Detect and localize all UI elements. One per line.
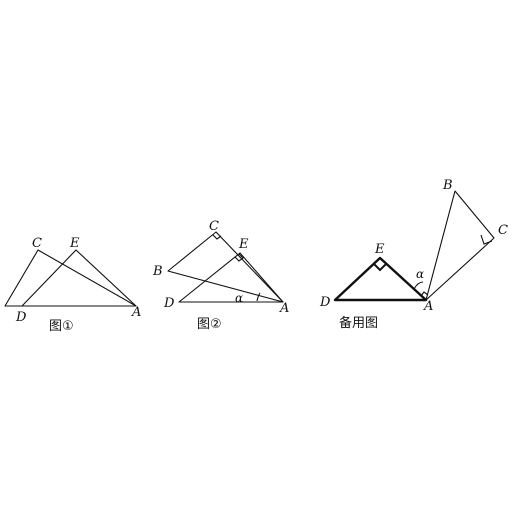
right-angle-mark-e-fig3 — [373, 263, 387, 272]
angle-alpha-arc-fig3 — [413, 281, 424, 290]
triangle-acd-fig1 — [4, 249, 137, 307]
caption-fig3: 备用图 — [339, 315, 378, 331]
label-d-fig1: D — [15, 310, 27, 325]
label-b-fig3: B — [442, 178, 453, 193]
angle-alpha-arc-fig2 — [256, 292, 261, 302]
caption-fig2: 图② — [197, 317, 222, 332]
label-e-fig3: E — [374, 242, 385, 257]
label-b-fig2: B — [152, 264, 163, 279]
label-c-fig2: C — [209, 219, 219, 234]
label-d-fig2: D — [163, 296, 175, 311]
right-angle-mark-a-fig3 — [420, 291, 429, 297]
label-c-fig3: C — [498, 223, 508, 238]
label-c-fig1: C — [32, 236, 42, 251]
label-e-fig1: E — [69, 236, 80, 251]
label-a-fig1: A — [131, 305, 141, 320]
label-a-fig3: A — [423, 299, 433, 314]
triangle-ade-fig2 — [178, 252, 284, 303]
caption-fig1: 图① — [49, 319, 74, 334]
label-alpha-fig3: α — [416, 267, 424, 281]
figure-1: C E D A 图① — [4, 236, 141, 334]
right-angle-mark-e-fig2 — [234, 253, 244, 262]
triangle-ade-fig1 — [21, 249, 137, 307]
triangle-abc-fig2 — [167, 231, 284, 303]
figure-2: C E B D A α 图② — [152, 219, 289, 332]
label-d-fig3: D — [319, 295, 331, 310]
figure-3: E D A B C α 备用图 — [319, 178, 508, 331]
triangle-abc-fig3 — [425, 190, 495, 301]
label-alpha-fig2: α — [235, 291, 243, 305]
label-a-fig2: A — [279, 301, 289, 316]
right-angle-mark-c-fig3 — [480, 234, 493, 245]
triangle-ade-fig3 — [333, 256, 428, 302]
right-angle-mark-c-fig2 — [212, 234, 222, 240]
label-e-fig2: E — [238, 237, 249, 252]
